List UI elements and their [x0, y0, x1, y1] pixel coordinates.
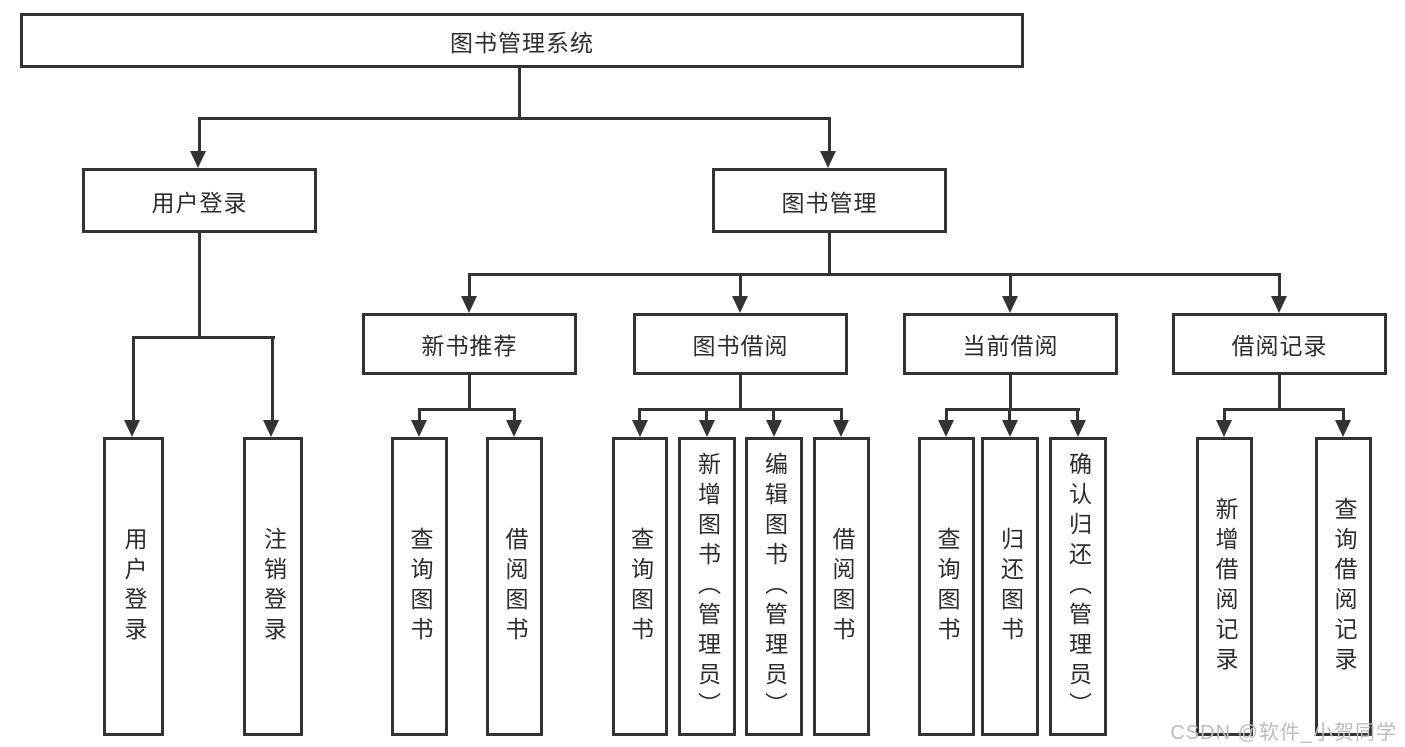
leaf-confirm-return-admin: 确认归还（管理员）	[1049, 437, 1107, 736]
leaf-logout: 注销登录	[243, 437, 303, 736]
node-label: 图书管理系统	[450, 29, 594, 56]
node-library-system: 图书管理系统	[20, 13, 1024, 68]
leaf-add-book-admin: 新增图书（管理员）	[678, 437, 736, 736]
leaf-label: 借阅图书	[829, 526, 855, 647]
leaf-label: 新增借阅记录	[1212, 496, 1238, 677]
connector-arrow	[766, 420, 782, 437]
connector-line	[1278, 273, 1281, 297]
connector-arrow	[632, 420, 648, 437]
leaf-label: 编辑图书（管理员）	[761, 451, 788, 722]
leaf-query-books-current: 查询图书	[918, 437, 975, 736]
connector-line	[705, 408, 708, 421]
node-label: 图书借阅	[692, 333, 789, 359]
node-current-borrowing: 当前借阅	[903, 313, 1118, 375]
connector-line	[1223, 408, 1345, 411]
leaf-edit-book-admin: 编辑图书（管理员）	[745, 437, 803, 736]
leaf-return-books: 归还图书	[981, 437, 1039, 736]
connector-line	[518, 65, 521, 120]
connector-arrow	[820, 151, 836, 168]
leaf-label: 新增图书（管理员）	[694, 451, 721, 722]
leaf-label: 查询图书	[627, 526, 654, 647]
connector-line	[1008, 408, 1011, 421]
connector-line	[271, 336, 274, 421]
connector-line	[198, 233, 201, 339]
node-borrowing-records: 借阅记录	[1172, 313, 1387, 375]
connector-arrow	[1002, 420, 1018, 437]
connector-line	[638, 408, 843, 411]
connector-line	[468, 273, 471, 297]
leaf-label: 注销登录	[260, 526, 287, 647]
leaf-query-borrow-record: 查询借阅记录	[1315, 437, 1372, 736]
leaf-label: 用户登录	[121, 526, 147, 647]
leaf-label: 借阅图书	[502, 526, 528, 647]
connector-line	[418, 408, 516, 411]
connector-line	[840, 408, 843, 421]
connector-arrow	[506, 420, 522, 437]
connector-arrow	[732, 296, 748, 313]
connector-line	[828, 233, 831, 276]
connector-line	[132, 336, 135, 421]
connector-arrow	[1271, 296, 1287, 313]
node-book-borrowing: 图书借阅	[633, 313, 848, 375]
connector-line	[418, 408, 421, 421]
connector-line	[468, 375, 471, 411]
leaf-label: 查询借阅记录	[1331, 496, 1357, 677]
leaf-query-books-borrowing: 查询图书	[612, 437, 668, 736]
connector-line	[945, 408, 1080, 411]
connector-arrow	[938, 420, 954, 437]
node-book-management: 图书管理	[712, 168, 947, 233]
leaf-label: 归还图书	[997, 526, 1024, 647]
connector-arrow	[263, 420, 279, 437]
connector-arrow	[1216, 420, 1232, 437]
connector-line	[468, 273, 1281, 276]
leaf-borrow-books: 借阅图书	[813, 437, 870, 736]
connector-line	[1342, 408, 1345, 421]
node-label: 当前借阅	[962, 333, 1059, 359]
connector-line	[638, 408, 641, 421]
connector-line	[198, 117, 831, 120]
node-label: 借阅记录	[1231, 333, 1328, 359]
connector-line	[945, 408, 948, 421]
connector-line	[772, 408, 775, 421]
leaf-add-borrow-record: 新增借阅记录	[1196, 437, 1253, 736]
connector-arrow	[190, 151, 206, 168]
connector-line	[739, 375, 742, 411]
connector-arrow	[1335, 420, 1351, 437]
connector-line	[1278, 375, 1281, 411]
node-label: 图书管理	[781, 189, 878, 216]
connector-line	[1223, 408, 1226, 421]
connector-line	[1009, 273, 1012, 297]
node-label: 新书推荐	[421, 333, 518, 359]
connector-line	[513, 408, 516, 421]
leaf-label: 查询图书	[934, 526, 960, 647]
connector-arrow	[699, 420, 715, 437]
connector-arrow	[461, 296, 477, 313]
leaf-label: 查询图书	[407, 526, 433, 647]
connector-arrow	[833, 420, 849, 437]
node-new-book-recommend: 新书推荐	[362, 313, 577, 375]
connector-line	[739, 273, 742, 297]
connector-line	[1009, 375, 1012, 411]
connector-arrow	[411, 420, 427, 437]
connector-line	[132, 336, 275, 339]
leaf-label: 确认归还（管理员）	[1065, 451, 1092, 722]
connector-arrow	[1002, 296, 1018, 313]
watermark: CSDN @软件_小贺同学	[1170, 722, 1397, 744]
node-user-login: 用户登录	[82, 168, 317, 233]
leaf-query-books-recommend: 查询图书	[391, 437, 448, 736]
connector-line	[1076, 408, 1079, 421]
connector-line	[828, 117, 831, 152]
leaf-user-login: 用户登录	[103, 437, 164, 736]
leaf-borrow-books-recommend: 借阅图书	[486, 437, 543, 736]
node-label: 用户登录	[151, 189, 248, 216]
connector-arrow	[1070, 420, 1086, 437]
connector-arrow	[124, 420, 140, 437]
connector-line	[198, 117, 201, 152]
